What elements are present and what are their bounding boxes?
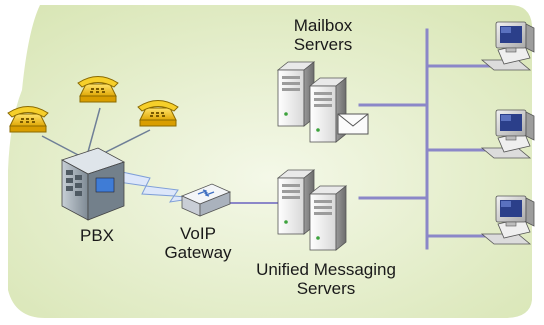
mailbox-servers-label: Mailbox Servers <box>283 16 363 54</box>
voip-gateway-label: VoIP Gateway <box>156 224 240 262</box>
unified-messaging-servers-label: Unified Messaging Servers <box>240 260 412 298</box>
mailbox-server-icon <box>277 61 315 127</box>
pbx-label: PBX <box>72 226 122 245</box>
voip-gateway-icon <box>180 183 232 217</box>
phone-links <box>41 107 151 157</box>
telephone-icon <box>77 76 119 103</box>
um-server-icon <box>309 185 347 251</box>
voip-label-line2: Gateway <box>164 243 232 262</box>
um-server-icon <box>277 169 315 235</box>
mailbox-label-line2: Servers <box>293 35 353 54</box>
pbx-icon <box>60 147 126 221</box>
telephone-icon <box>7 106 49 133</box>
background-panel <box>8 5 532 318</box>
envelope-icon <box>337 113 369 135</box>
um-label-line1: Unified Messaging <box>256 260 396 279</box>
um-label-line2: Servers <box>296 279 356 298</box>
pbx-label-text: PBX <box>79 226 115 245</box>
mailbox-label-line1: Mailbox <box>293 16 353 35</box>
voip-label-line1: VoIP <box>180 224 216 243</box>
telephone-icon <box>137 100 179 127</box>
